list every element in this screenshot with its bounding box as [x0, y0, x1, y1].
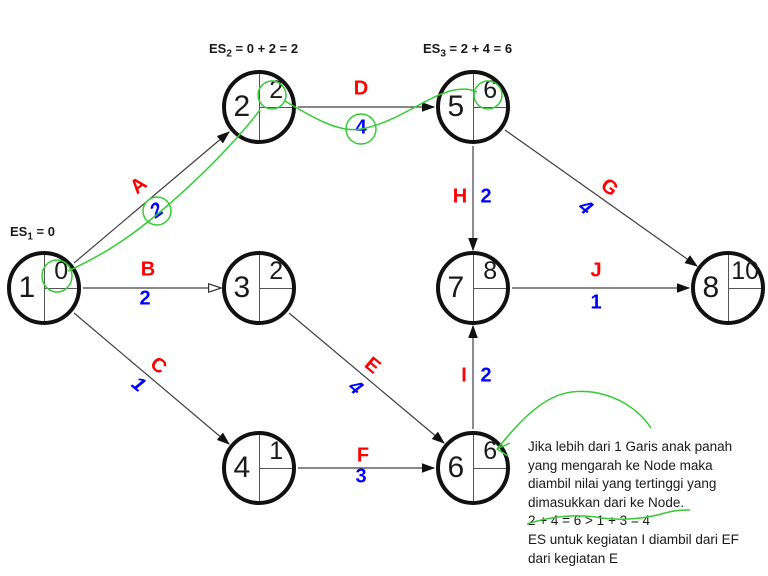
node-number: 3 [233, 271, 251, 304]
node-es-value: 10 [731, 257, 760, 285]
arrow-G [504, 129, 698, 267]
duration-C: 1 [126, 372, 150, 397]
node-divider [473, 107, 506, 108]
activity-label-H: H [452, 185, 468, 208]
activity-label-B: B [140, 258, 156, 281]
node-divider [259, 468, 292, 469]
activity-label-C: C [145, 352, 171, 379]
node-divider [728, 288, 761, 289]
node-number: 4 [233, 451, 251, 484]
duration-G: 4 [574, 195, 597, 220]
activity-arrows [73, 102, 698, 473]
node-es-value: 1 [269, 437, 284, 465]
node-es-value: 6 [483, 437, 498, 465]
node-es-value: 0 [54, 257, 69, 285]
es2-annotation: ES2 = 0 + 2 = 2 [209, 41, 299, 60]
activity-label-I: I [461, 364, 467, 387]
duration-J: 1 [590, 291, 602, 314]
node-es-value: 6 [483, 76, 498, 104]
node-divider [44, 288, 77, 289]
node-number: 2 [233, 90, 251, 123]
es1-annotation: ES1 = 0 [10, 224, 55, 243]
node-1: 1 0 [7, 251, 81, 325]
es3-annotation: ES3 = 2 + 4 = 6 [423, 41, 513, 60]
node-divider [259, 107, 292, 108]
node-divider [473, 288, 506, 289]
node-3: 3 2 [222, 251, 296, 325]
node-number: 5 [447, 90, 465, 123]
node-number: 8 [702, 271, 720, 304]
node-divider [259, 288, 292, 289]
arrow-A [73, 131, 230, 264]
node-es-value: 2 [269, 76, 284, 104]
node-number: 6 [447, 451, 465, 484]
note-line: 2 + 4 = 6 > 1 + 3 = 4 [528, 513, 650, 529]
note-line: dimasukkan dari ke Node. [528, 494, 685, 510]
note-line: diambil nilai yang tertinggi yang [528, 476, 717, 492]
activity-label-A: A [126, 172, 152, 199]
duration-E: 4 [343, 375, 367, 400]
node-8: 8 10 [691, 251, 765, 325]
activity-label-G: G [596, 174, 623, 202]
note-line: ES untuk kegiatan I diambil dari EF [528, 531, 739, 547]
node-es-value: 2 [269, 257, 284, 285]
duration-H: 2 [480, 185, 492, 208]
note-block: Jika lebih dari 1 Garis anak panah yang … [528, 438, 739, 568]
duration-D: 4 [355, 116, 367, 139]
note-line: Jika lebih dari 1 Garis anak panah [528, 439, 733, 454]
duration-F: 3 [355, 465, 367, 488]
activity-label-E: E [360, 352, 385, 379]
node-es-value: 8 [483, 257, 498, 285]
node-5: 5 6 [436, 70, 510, 144]
node-divider [473, 468, 506, 469]
activity-label-F: F [356, 444, 370, 467]
activity-label-J: J [590, 259, 602, 282]
node-4: 4 1 [222, 431, 296, 505]
duration-I: 2 [480, 364, 492, 387]
duration-A: 2 [145, 198, 168, 223]
node-2: 2 2 [222, 70, 296, 144]
note-line: yang mengarah ke Node maka [528, 457, 713, 473]
node-6: 6 6 [436, 431, 510, 505]
node-number: 1 [18, 271, 36, 304]
duration-B: 2 [139, 287, 151, 310]
arrow-E [288, 312, 445, 444]
node-number: 7 [447, 271, 465, 304]
node-7: 7 8 [436, 251, 510, 325]
activity-label-D: D [353, 77, 369, 100]
note-line: dari kegiatan E [528, 550, 619, 566]
arrow-C [73, 312, 230, 445]
